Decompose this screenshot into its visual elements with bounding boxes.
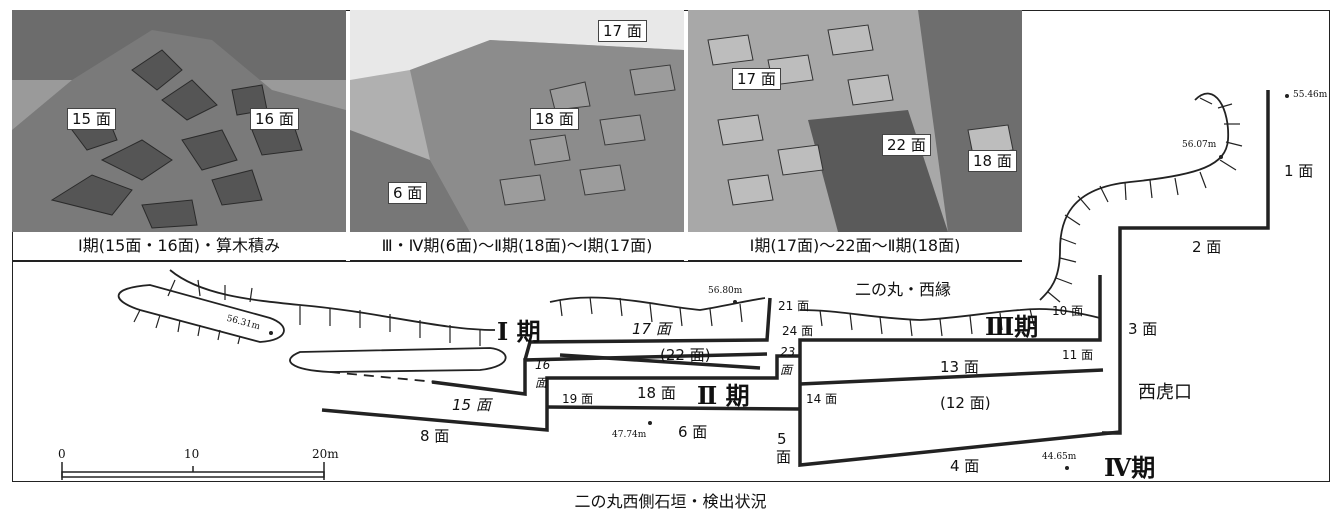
slope-lines — [117, 92, 1230, 383]
scale-tick-10: 10 — [184, 447, 200, 461]
face-5-bottom: 面 — [776, 448, 792, 466]
phase-3-label: Ⅲ期 — [985, 312, 1039, 341]
photo-3-label-22: 22 面 — [882, 134, 931, 156]
figure-title: 二の丸西側石垣・検出状況 — [574, 492, 767, 511]
hachures — [133, 97, 1243, 346]
elevation-points — [269, 94, 1289, 470]
scale-tick-20: 20m — [312, 447, 339, 461]
face-16-top: 16 — [535, 358, 551, 372]
photo-1-label-16: 16 面 — [250, 108, 299, 130]
photo-3-caption: Ⅰ期(17面)〜22面〜Ⅱ期(18面) — [688, 232, 1022, 261]
face-17: 17 面 — [632, 320, 671, 338]
face-3: 3 面 — [1128, 320, 1158, 338]
face-19: 19 面 — [562, 392, 594, 406]
elevation-44-65: 44.65m — [1042, 452, 1077, 462]
elevation-56-80: 56.80m — [708, 286, 743, 296]
phase-4-label: Ⅳ期 — [1104, 453, 1156, 482]
photo-1-image — [12, 10, 346, 232]
face-2: 2 面 — [1192, 238, 1222, 256]
photo-3-label-18: 18 面 — [968, 150, 1017, 172]
face-4: 4 面 — [950, 457, 980, 475]
face-6: 6 面 — [678, 423, 708, 441]
face-24: 24 面 — [782, 324, 814, 338]
phase-2-label: Ⅱ 期 — [697, 381, 750, 410]
elevation-55-46: 55.46m — [1293, 90, 1328, 100]
phase-1-label: Ⅰ 期 — [497, 317, 541, 346]
face-23-top: 23 — [780, 345, 796, 359]
photo-3-label-17: 17 面 — [732, 68, 781, 90]
scale-tick-0: 0 — [58, 447, 66, 461]
photo-3-image — [688, 10, 1022, 232]
face-13: 13 面 — [940, 358, 979, 376]
face-11: 11 面 — [1062, 348, 1094, 362]
face-10: 10 面 — [1052, 304, 1084, 318]
face-18: 18 面 — [637, 384, 676, 402]
scale-bar — [61, 462, 325, 480]
face-22: (22 面) — [660, 346, 711, 364]
photo-2-label-6: 6 面 — [388, 182, 428, 204]
face-14: 14 面 — [806, 392, 838, 406]
face-21: 21 面 — [778, 299, 810, 313]
photo-3: 17 面 22 面 18 面 — [688, 10, 1022, 232]
face-12: (12 面) — [940, 394, 991, 412]
area-label: 二の丸・西縁 — [855, 280, 952, 299]
gate-label: 西虎口 — [1138, 382, 1192, 403]
elevation-47-74: 47.74m — [612, 430, 647, 440]
photo-1-label-15: 15 面 — [67, 108, 116, 130]
face-5-top: 5 — [777, 430, 787, 448]
face-16-bottom: 面 — [535, 376, 548, 390]
photo-1-caption: Ⅰ期(15面・16面)・算木積み — [12, 232, 346, 261]
photo-2-label-18: 18 面 — [530, 108, 579, 130]
face-23-bottom: 面 — [780, 363, 793, 377]
caption-divider — [12, 232, 1022, 262]
elevation-56-07: 56.07m — [1182, 140, 1217, 150]
wall-lines — [321, 90, 1270, 467]
photo-2-caption: Ⅲ・Ⅳ期(6面)〜Ⅱ期(18面)〜Ⅰ期(17面) — [350, 232, 684, 261]
face-8: 8 面 — [420, 427, 450, 445]
photo-2-label-17: 17 面 — [598, 20, 647, 42]
photo-2: 17 面 18 面 6 面 — [350, 10, 684, 232]
face-1: 1 面 — [1284, 162, 1314, 180]
face-15: 15 面 — [452, 396, 491, 414]
photo-1: 15 面 16 面 — [12, 10, 346, 232]
